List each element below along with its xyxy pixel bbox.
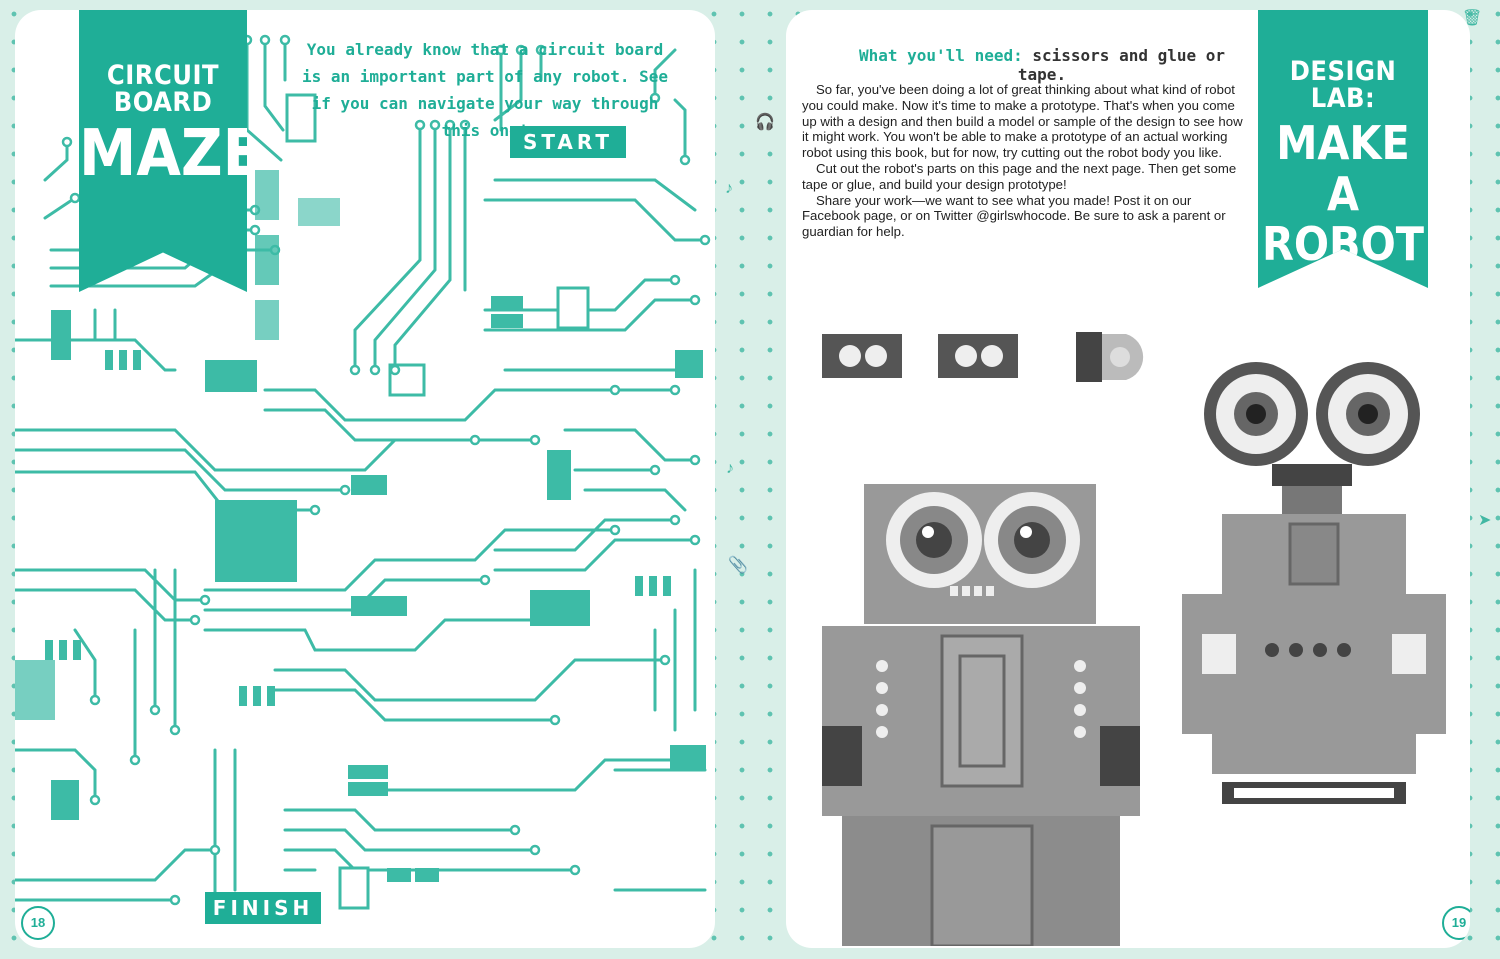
robot-cutout-two — [1182, 362, 1446, 804]
trash-icon: 🗑 — [1462, 10, 1483, 27]
materials-needed: What you'll need: scissors and glue or t… — [852, 46, 1232, 84]
paragraph: Share your work—we want to see what you … — [802, 192, 1226, 240]
robot-cutout-parts — [822, 332, 1144, 382]
materials-value: scissors and glue or tape. — [1017, 46, 1226, 84]
paragraph: Cut out the robot's parts on this page a… — [802, 160, 1237, 192]
maze-title-banner: CIRCUIT BOARD MAZE — [79, 10, 247, 292]
maze-title-line2: MAZE — [79, 117, 262, 191]
circuit-maze-page: CIRCUIT BOARD MAZE You already know that… — [15, 10, 715, 948]
cursor-icon: ➤ — [1478, 512, 1492, 529]
music-note-icon: ♪ — [726, 460, 734, 477]
robot-cutout-one — [822, 484, 1140, 946]
instructions-text: So far, you've been doing a lot of great… — [802, 82, 1250, 240]
page-number-right: 19 — [1442, 906, 1470, 940]
materials-label: What you'll need: — [858, 46, 1023, 65]
finish-label: FINISH — [205, 892, 321, 924]
page-number-left: 18 — [21, 906, 55, 940]
design-lab-page: What you'll need: scissors and glue or t… — [786, 10, 1470, 948]
design-lab-line1: DESIGN LAB: — [1289, 56, 1397, 114]
design-lab-banner: DESIGN LAB: MAKE A ROBOT — [1258, 10, 1428, 288]
maze-title-line1: CIRCUIT BOARD — [106, 60, 220, 118]
music-note-icon: ♪ — [725, 180, 733, 197]
design-lab-line3: ROBOT — [1262, 217, 1424, 272]
start-label: START — [510, 126, 626, 158]
paragraph: So far, you've been doing a lot of great… — [802, 82, 1243, 161]
paperclip-icon: 📎 — [728, 557, 748, 574]
design-lab-line2: MAKE A — [1276, 116, 1410, 221]
circuit-maze — [15, 34, 711, 912]
headphones-icon: 🎧 — [755, 114, 775, 131]
maze-intro-text: You already know that a circuit board is… — [301, 40, 669, 140]
